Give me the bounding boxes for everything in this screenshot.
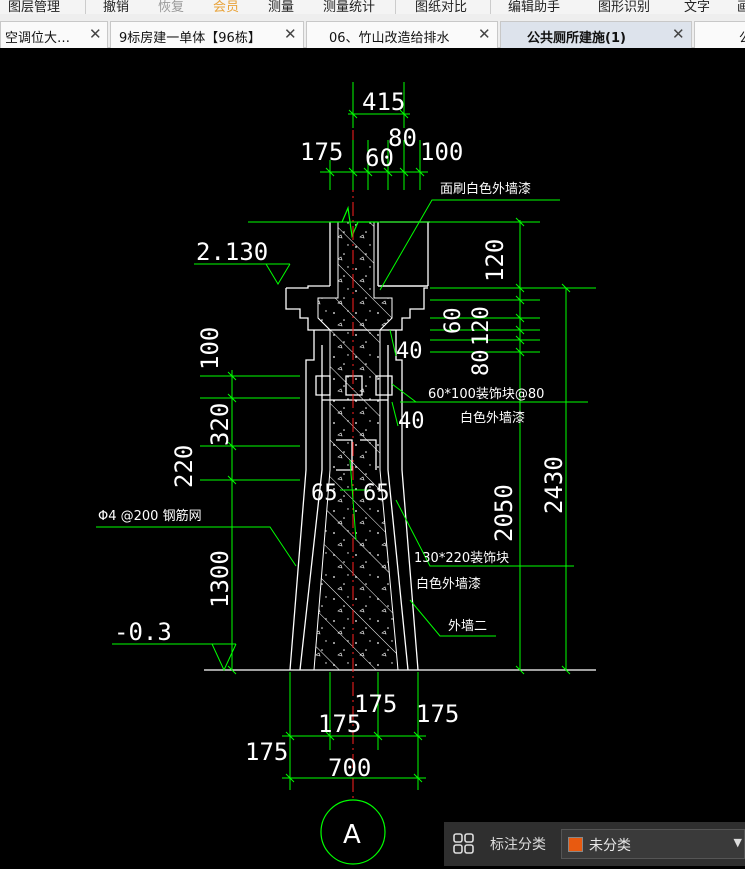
panel-label: 标注分类 [490,837,546,853]
chevron-down-icon[interactable]: ▼ [733,836,742,849]
compare-drawings-button[interactable]: 图纸对比 [415,0,468,14]
note-text: 外墙二 [448,619,487,634]
dim-text: 60 [365,144,394,172]
dim-text: 120 [469,306,494,346]
edit-assistant-button[interactable]: 编辑助手 [508,0,561,14]
tab-building-96[interactable]: 9标房建一单体【96栋】 ✕ [110,21,304,48]
elevation-top: 2.130 [196,238,268,266]
elevation-bottom: -0.3 [114,618,172,646]
tab-overflow[interactable]: 公 [694,21,745,48]
note-text: Φ4 @200 钢筋网 [98,508,202,524]
top-toolbar: 图层管理 撤销 恢复 会员 测量 测量统计 图纸对比 编辑助手 图形识别 文字 … [0,0,745,14]
category-select[interactable]: 未分类 ▼ [561,829,745,859]
dim-text: 175 [245,738,288,766]
annotation-category-panel: 标注分类 未分类 ▼ [444,822,745,866]
dim-text: 100 [196,327,224,370]
dim-text: 80 [469,350,494,377]
dim-text: 175 [354,690,397,718]
group-icon[interactable] [452,832,476,856]
layer-manage-button[interactable]: 图层管理 [8,0,61,14]
vip-button[interactable]: 会员 [213,0,240,14]
dim-text: 2050 [490,484,518,542]
elevation-texts: 2.130 -0.3 [114,238,268,646]
toolbar-divider [395,0,396,14]
vertical-dimension-texts: 120 60 120 80 100 320 220 1300 2050 2430 [170,239,568,608]
wall-section-drawing: 415 175 80 60 100 175 175 175 175 700 65… [96,82,596,865]
tab-zhushan-drainage[interactable]: 06、竹山改造给排水 ✕ [306,21,498,48]
dim-text: 65 [311,481,338,506]
close-icon[interactable]: ✕ [478,25,491,43]
dim-text: 120 [481,239,509,282]
dim-text: 175 [300,138,343,166]
tab-label: 公 [739,27,745,46]
dim-text: 2430 [540,456,568,514]
measure-button[interactable]: 测量 [268,0,295,14]
text-button[interactable]: 文字 [684,0,711,14]
tab-label: 空调位大… [5,31,71,46]
axis-bubble [320,799,386,865]
redo-button[interactable]: 恢复 [158,0,185,14]
close-icon[interactable]: ✕ [284,25,297,43]
toolbar-divider [85,0,86,14]
draw-button[interactable]: 画 [737,0,745,14]
note-text: 白色外墙漆 [460,410,525,426]
dim-text: 100 [420,138,463,166]
annotation-notes: 面刷白色外墙漆 60*100装饰块@80 白色外墙漆 Φ4 @200 钢筋网 1… [98,181,544,634]
measure-stats-button[interactable]: 测量统计 [323,0,376,14]
color-swatch [568,837,583,852]
axis-label: A [343,820,361,850]
dim-text: 40 [398,409,425,434]
dim-text: 65 [363,481,390,506]
undo-button[interactable]: 撤销 [103,0,130,14]
tab-label: 公共厕所建施(1) [527,31,626,46]
note-text: 面刷白色外墙漆 [440,181,531,197]
concrete-texture [314,222,398,670]
close-icon[interactable]: ✕ [89,25,102,43]
drawing-canvas[interactable]: 415 175 80 60 100 175 175 175 175 700 65… [0,48,745,869]
tab-label: 9标房建一单体【96栋】 [119,31,261,46]
tab-label: 06、竹山改造给排水 [329,31,450,46]
dim-text: 60 [441,308,466,335]
dim-text: 320 [206,403,234,446]
dim-text: 700 [328,754,371,782]
shape-recognition-button[interactable]: 图形识别 [598,0,651,14]
category-value: 未分类 [589,838,631,854]
note-text: 60*100装饰块@80 [428,387,544,402]
dim-text: 220 [170,445,198,488]
dim-text: 80 [388,124,417,152]
note-text: 白色外墙漆 [416,576,481,592]
tab-aircon[interactable]: 空调位大… ✕ [0,21,108,48]
document-tab-bar: 空调位大… ✕ 9标房建一单体【96栋】 ✕ 06、竹山改造给排水 ✕ 公共厕所… [0,14,745,48]
dimension-texts: 415 175 80 60 100 175 175 175 175 700 65… [245,88,463,782]
tab-public-toilet[interactable]: 公共厕所建施(1) ✕ [500,21,692,48]
dim-text: 415 [362,88,405,116]
close-icon[interactable]: ✕ [672,25,685,43]
toolbar-divider [490,0,491,14]
dim-text: 40 [396,339,423,364]
dim-text: 175 [416,700,459,728]
note-text: 130*220装饰块 [414,551,509,566]
dimension-lines [96,82,596,790]
dim-text: 175 [318,710,361,738]
dim-text: 1300 [206,550,234,608]
